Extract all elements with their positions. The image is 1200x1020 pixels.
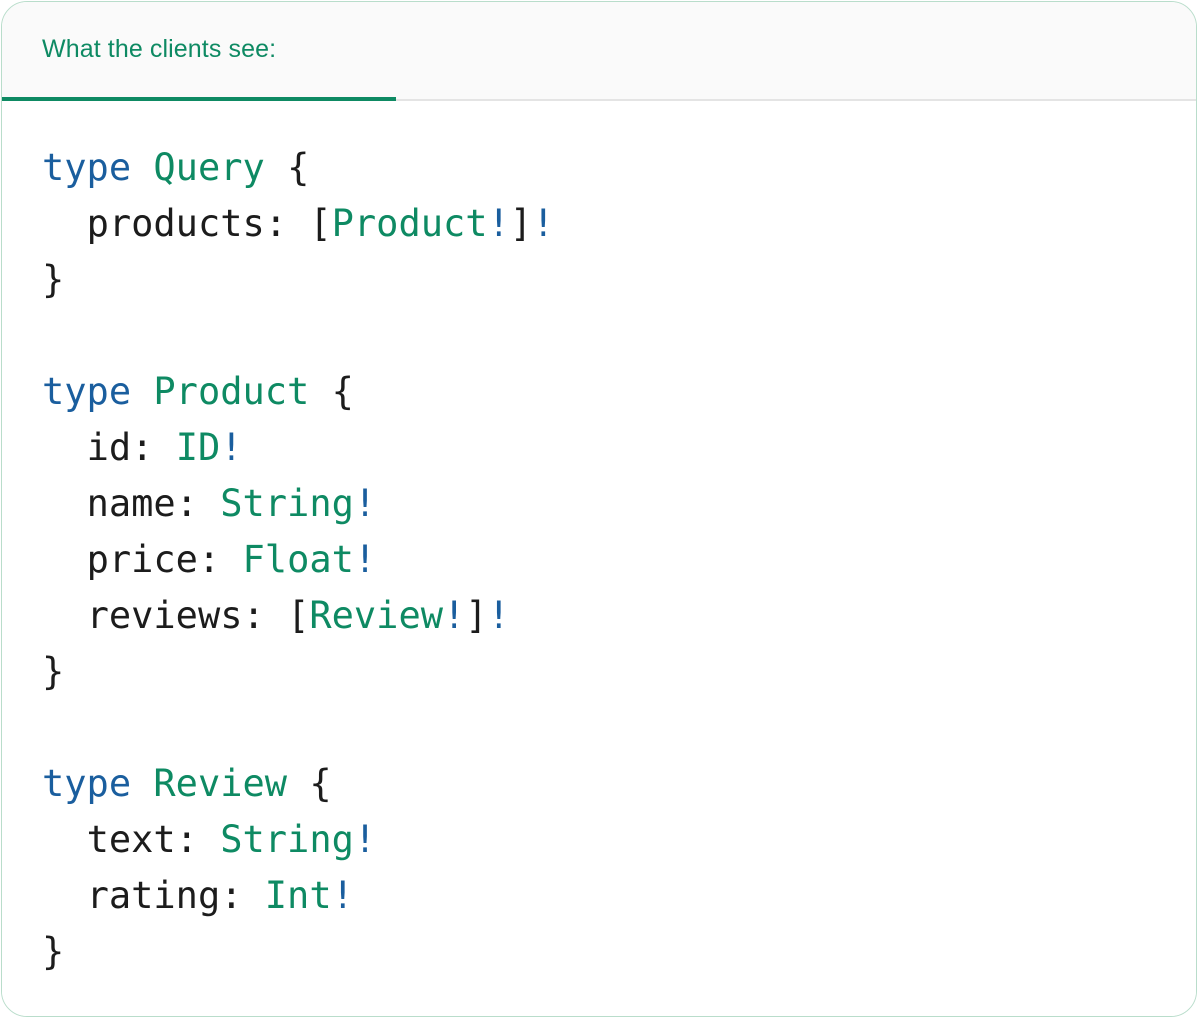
code-token	[309, 370, 331, 413]
code-token: !	[532, 202, 555, 245]
code-token: !	[220, 426, 243, 469]
code-token: text	[86, 818, 176, 861]
code-token: String	[220, 818, 354, 861]
code-token: price	[86, 538, 198, 581]
code-line: }	[2, 924, 1196, 980]
code-token: String	[220, 482, 354, 525]
code-viewer[interactable]: type Query { products: [Product!]!} type…	[2, 101, 1196, 1016]
code-token: Product	[331, 202, 488, 245]
code-token: rating	[86, 874, 221, 917]
code-token: !	[353, 538, 377, 581]
code-token: [	[287, 594, 310, 637]
code-token: Review	[309, 594, 443, 637]
code-token: products	[86, 202, 265, 245]
code-token: id	[86, 426, 132, 469]
code-line: text: String!	[2, 812, 1196, 868]
code-token: :	[197, 538, 243, 581]
code-token: ID	[175, 426, 221, 469]
code-token: }	[42, 930, 65, 973]
code-line: name: String!	[2, 476, 1196, 532]
code-token: :	[242, 594, 288, 637]
code-token: !	[353, 818, 377, 861]
code-token: }	[42, 258, 65, 301]
code-token: [	[309, 202, 332, 245]
code-token: !	[487, 594, 510, 637]
code-line: reviews: [Review!]!	[2, 588, 1196, 644]
code-token: type	[42, 146, 132, 189]
code-token: Review	[153, 762, 288, 805]
code-line: id: ID!	[2, 420, 1196, 476]
code-token	[42, 538, 87, 581]
tab-strip: What the clients see:	[2, 2, 1196, 101]
code-token	[42, 482, 87, 525]
code-line	[2, 700, 1196, 756]
tab-what-the-clients-see[interactable]: What the clients see:	[2, 2, 396, 101]
code-token	[131, 370, 153, 413]
tab-label: What the clients see:	[42, 35, 277, 63]
code-token: !	[353, 482, 377, 525]
code-line: }	[2, 644, 1196, 700]
code-line: products: [Product!]!	[2, 196, 1196, 252]
code-token	[131, 146, 153, 189]
code-line: rating: Int!	[2, 868, 1196, 924]
code-token: ]	[509, 202, 533, 245]
code-token: Int	[264, 874, 332, 917]
code-token: {	[331, 370, 354, 413]
code-token: Product	[153, 370, 310, 413]
code-token	[265, 146, 287, 189]
code-token	[131, 762, 153, 805]
code-token: !	[331, 874, 354, 917]
code-token: ]	[465, 594, 488, 637]
code-token: reviews	[86, 594, 243, 637]
code-token: type	[42, 370, 132, 413]
code-line: type Product {	[2, 364, 1196, 420]
code-token: Float	[242, 538, 354, 581]
code-token	[42, 426, 87, 469]
code-token: !	[487, 202, 510, 245]
code-token: Query	[153, 146, 265, 189]
code-token	[42, 874, 87, 917]
code-token	[287, 762, 309, 805]
code-token: :	[175, 818, 221, 861]
code-line	[2, 308, 1196, 364]
code-token	[42, 202, 87, 245]
graphql-schema-code: type Query { products: [Product!]!} type…	[2, 101, 1196, 980]
code-token: :	[264, 202, 310, 245]
code-token: !	[443, 594, 466, 637]
code-token	[42, 594, 87, 637]
code-token: name	[86, 482, 176, 525]
code-token: {	[287, 146, 310, 189]
code-token: }	[42, 650, 65, 693]
code-token: {	[309, 762, 332, 805]
code-token: :	[220, 874, 265, 917]
code-line: type Query {	[2, 140, 1196, 196]
code-token: :	[175, 482, 221, 525]
code-token: type	[42, 762, 132, 805]
code-token	[42, 818, 87, 861]
code-line: price: Float!	[2, 532, 1196, 588]
code-line: type Review {	[2, 756, 1196, 812]
code-token: :	[131, 426, 176, 469]
code-line: }	[2, 252, 1196, 308]
